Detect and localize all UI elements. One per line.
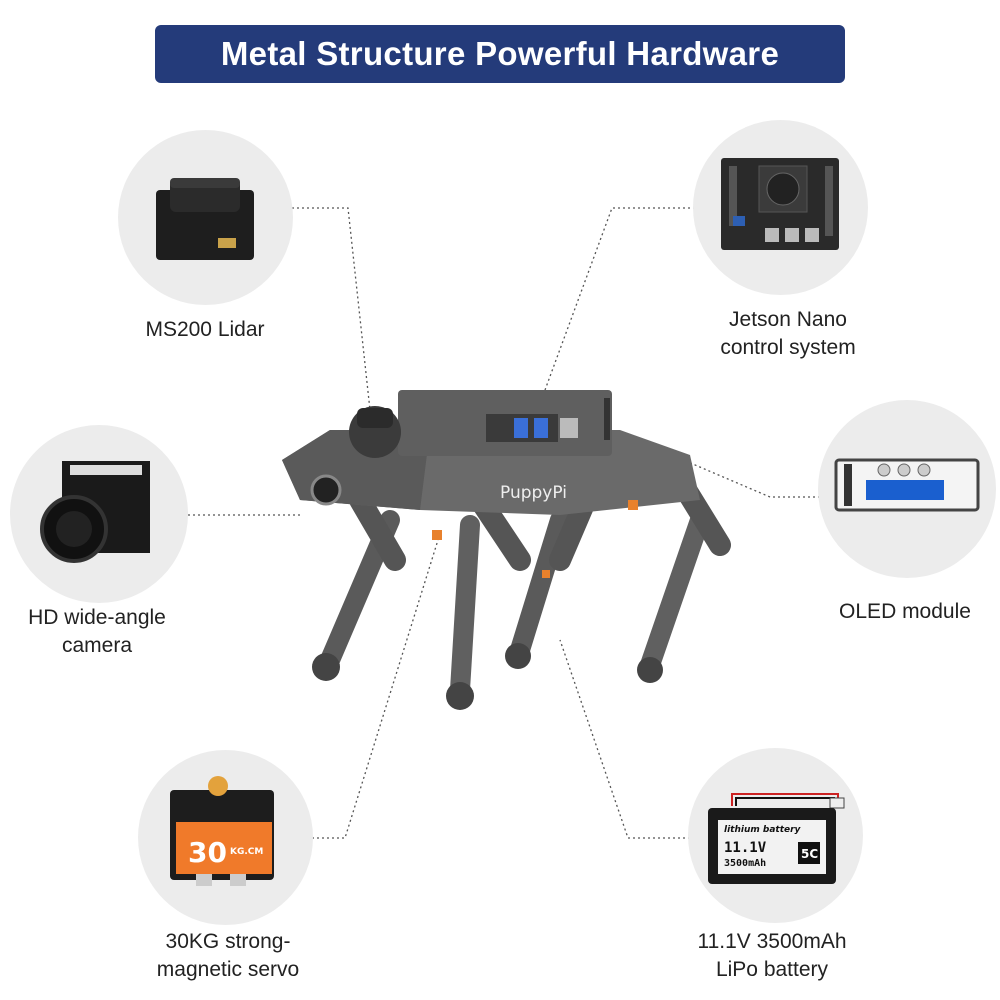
leader-battery [559,639,690,839]
battery-capacity: 3500mAh [724,858,766,869]
lidar-label: MS200 Lidar [145,318,265,341]
lidar-image [156,178,254,260]
battery-label: 11.1V 3500mAh LiPo battery [697,930,847,981]
servo-circle: 30 KG.CM [138,750,313,925]
oled-circle [818,400,996,578]
battery-voltage: 11.1V [724,840,767,856]
robot-feet [312,643,663,710]
servo-image: 30 KG.CM [170,776,274,886]
leader-lidar [292,207,371,411]
servo-label: 30KG strong- magnetic servo [156,930,300,981]
camera-image [40,461,150,563]
battery-rate: 5C [801,847,818,861]
page-title: Metal Structure Powerful Hardware [220,35,780,72]
title-banner: Metal Structure Powerful Hardware [155,25,845,83]
oled-image [834,458,980,512]
lidar-circle [118,130,293,305]
jetson-image [721,158,839,250]
leader-servo [312,539,439,839]
jetson-label: Jetson Nano control system [720,308,856,359]
leader-oled [659,449,820,498]
battery-image: lithium battery 11.1V 3500mAh 5C [708,793,845,884]
servo-badge: 30 [188,836,227,869]
battery-circle: lithium battery 11.1V 3500mAh 5C [688,748,863,923]
robot-camera [310,474,342,506]
robot-servo-accents [432,500,638,578]
camera-label: HD wide-angle camera [28,606,166,657]
jetson-circle [693,120,868,295]
robot-logo: PuppyPi [500,483,567,503]
oled-label: OLED module [839,600,971,623]
servo-badge-unit: KG.CM [230,847,263,857]
camera-circle [10,425,188,603]
battery-tag: lithium battery [724,825,802,835]
